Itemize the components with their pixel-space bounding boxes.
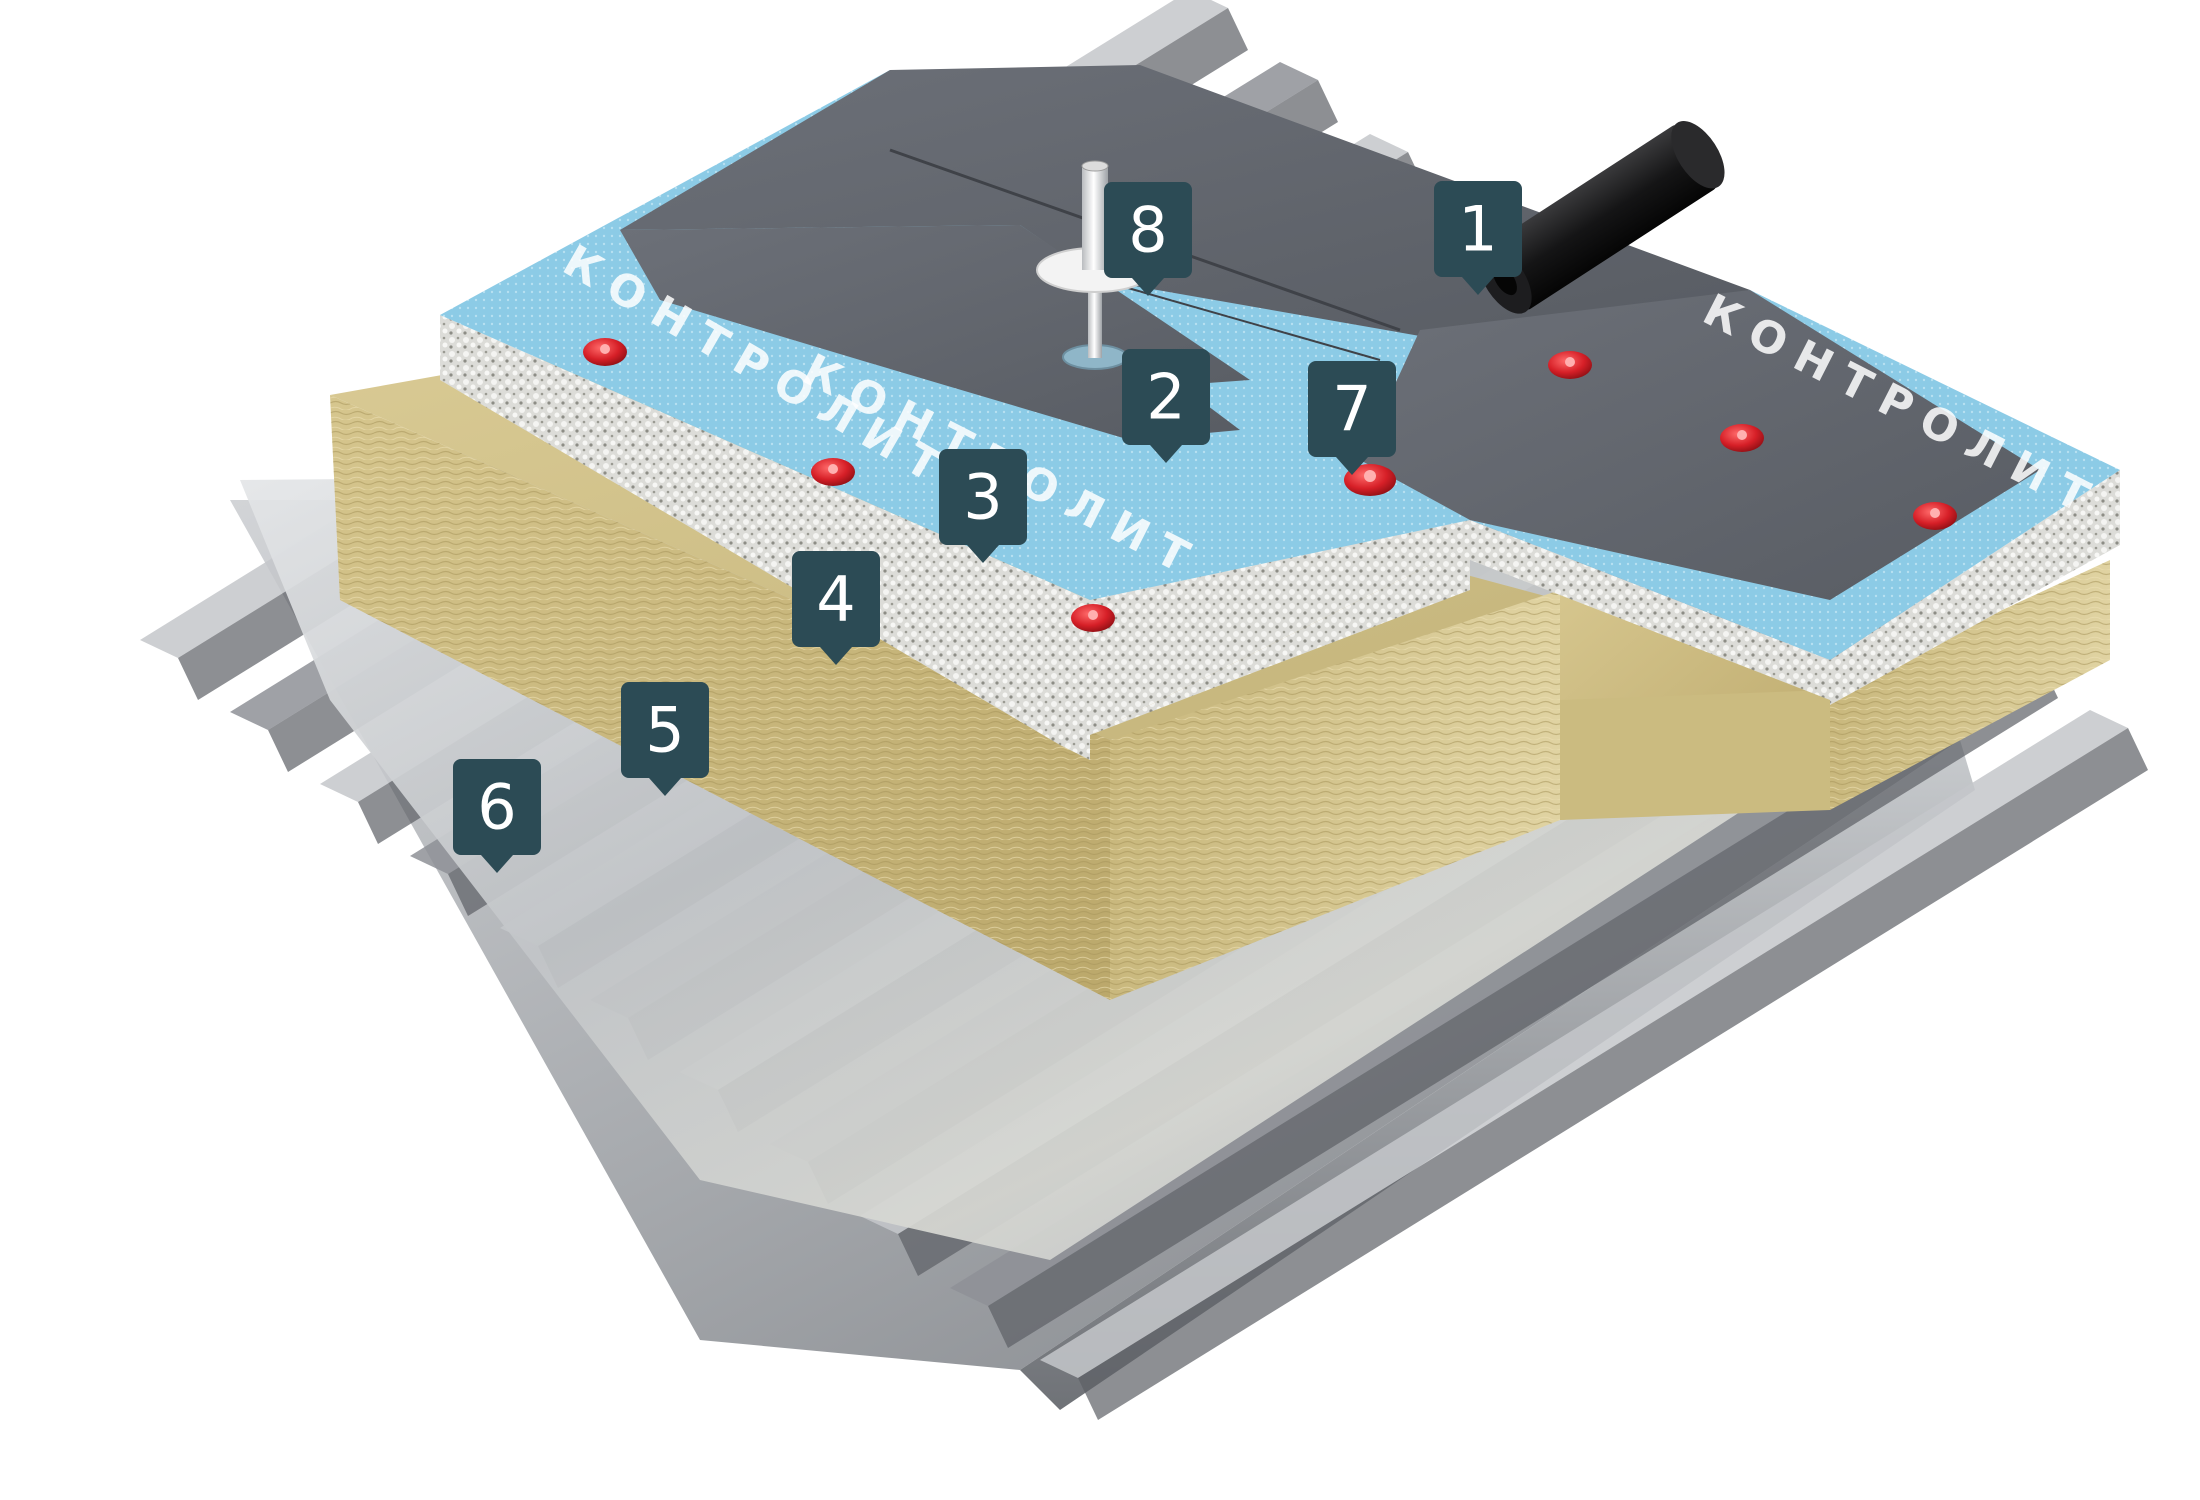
fastener-cap [1720,424,1764,452]
wool-side-left-texture [1110,590,1560,1000]
eps-board [440,315,2120,760]
marker-1-label: 1 [1458,193,1497,266]
deck-rib [1040,710,2128,1378]
marker-1[interactable]: 1 [1434,181,1522,295]
marker-8[interactable]: 8 [1104,182,1192,296]
marker-5-label: 5 [645,694,684,767]
fastener-cap [1071,604,1115,632]
marker-3-label: 3 [963,461,1002,534]
fastener-cap [1548,351,1592,379]
wool-front-left-texture [330,395,1110,1000]
eps-front-right [1470,520,1830,700]
number-markers: 1 2 3 4 5 6 7 8 [453,181,1522,873]
marker-4[interactable]: 4 [792,551,880,665]
fastener-cap [1344,464,1396,496]
fastener-cap [1913,502,1957,530]
eps-side-right [1830,470,2120,705]
marker-4-label: 4 [816,563,855,636]
wool-front-right-2 [1560,690,1830,820]
deck-rib-shadow [1078,728,2148,1420]
marker-6-label: 6 [477,771,516,844]
marker-8-label: 8 [1128,194,1167,267]
wool-side-right-texture [1830,560,2110,810]
marker-5[interactable]: 5 [621,682,709,796]
marker-6[interactable]: 6 [453,759,541,873]
marker-7-label: 7 [1332,373,1371,446]
fastener-caps [583,338,1957,632]
deck-rib-shadow [988,656,2058,1348]
fastener-cap [583,338,627,366]
marker-2[interactable]: 2 [1122,349,1210,463]
marker-3[interactable]: 3 [939,449,1027,563]
grey-membrane-right [1360,290,2040,600]
eps-edge-left [440,315,1470,735]
marker-7[interactable]: 7 [1308,361,1396,475]
fastener-cap [811,458,855,486]
marker-2-label: 2 [1146,361,1185,434]
